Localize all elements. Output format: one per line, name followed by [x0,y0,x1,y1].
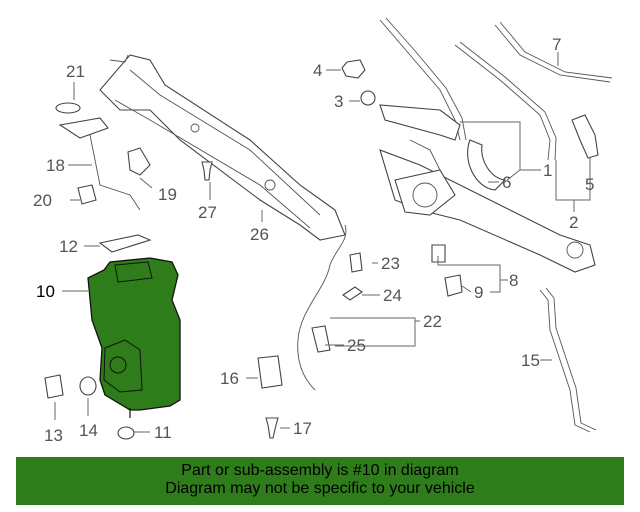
cap-part-6 [467,139,507,191]
callout-labels: 1 2 3 4 5 6 7 8 9 10 11 12 13 14 15 16 1… [33,35,594,445]
callout-13: 13 [44,426,63,445]
callout-7: 7 [552,35,561,54]
lid-part-12 [98,234,152,253]
clip-part-20 [77,184,97,205]
callout-23: 23 [381,254,400,273]
callout-20: 20 [33,191,52,210]
washer-pump-part-16 [257,355,283,389]
leader-lines [54,52,591,433]
wiper-frame-part-26 [99,54,346,241]
banner-line-2: Diagram may not be specific to your vehi… [165,480,475,497]
callout-11: 11 [154,423,172,442]
nut-part-3 [360,90,376,106]
wiper-arms [379,17,599,161]
callout-5: 5 [585,175,594,194]
callout-1: 1 [543,161,552,180]
callout-19: 19 [158,185,177,204]
bracket-arm [89,134,141,211]
bracket-part-8 [431,244,446,263]
washer-reservoir-part-10[interactable] [87,257,181,418]
wiper-blade-part-7 [494,24,611,83]
callout-15: 15 [521,351,540,370]
callout-22: 22 [423,312,442,331]
callout-3: 3 [334,92,343,111]
callout-2: 2 [569,213,578,232]
banner-line-1: Part or sub-assembly is #10 in diagram [181,462,459,479]
wiper-blade-edge [499,21,613,79]
washer-hose-part-22 [297,224,347,391]
grommet-part-11 [117,426,135,440]
clip-part-9 [444,274,463,297]
info-banner: Part or sub-assembly is #10 in diagram D… [16,457,624,505]
bracket-part-18 [58,117,109,139]
nut-part-4 [341,59,366,79]
seal-part-21 [55,102,81,114]
callout-18: 18 [46,156,65,175]
wiper-motor-linkage [379,139,596,273]
callout-17: 17 [293,419,312,438]
callout-9: 9 [474,283,483,302]
callout-8: 8 [509,271,518,290]
grommet-part-14 [79,376,97,396]
callout-10: 10 [36,282,55,301]
callout-21: 21 [66,62,85,81]
callout-25: 25 [347,336,366,355]
callout-6: 6 [502,173,511,192]
nozzle-hose-edge [545,287,597,431]
callout-24: 24 [383,286,402,305]
nozzle-hose-part-15 [539,289,591,433]
callout-12: 12 [59,237,78,256]
screw-part-27 [201,161,213,181]
clip-part-24 [342,286,363,301]
callout-4: 4 [313,61,322,80]
callout-14: 14 [79,421,98,440]
callout-27: 27 [198,203,217,222]
clip-part-23 [349,252,363,273]
connector-part-25 [311,325,331,353]
clip-part-19 [127,147,151,176]
sensor-part-13 [44,374,64,399]
callout-16: 16 [220,369,239,388]
bolt-part-17 [265,417,279,439]
callout-26: 26 [250,225,269,244]
